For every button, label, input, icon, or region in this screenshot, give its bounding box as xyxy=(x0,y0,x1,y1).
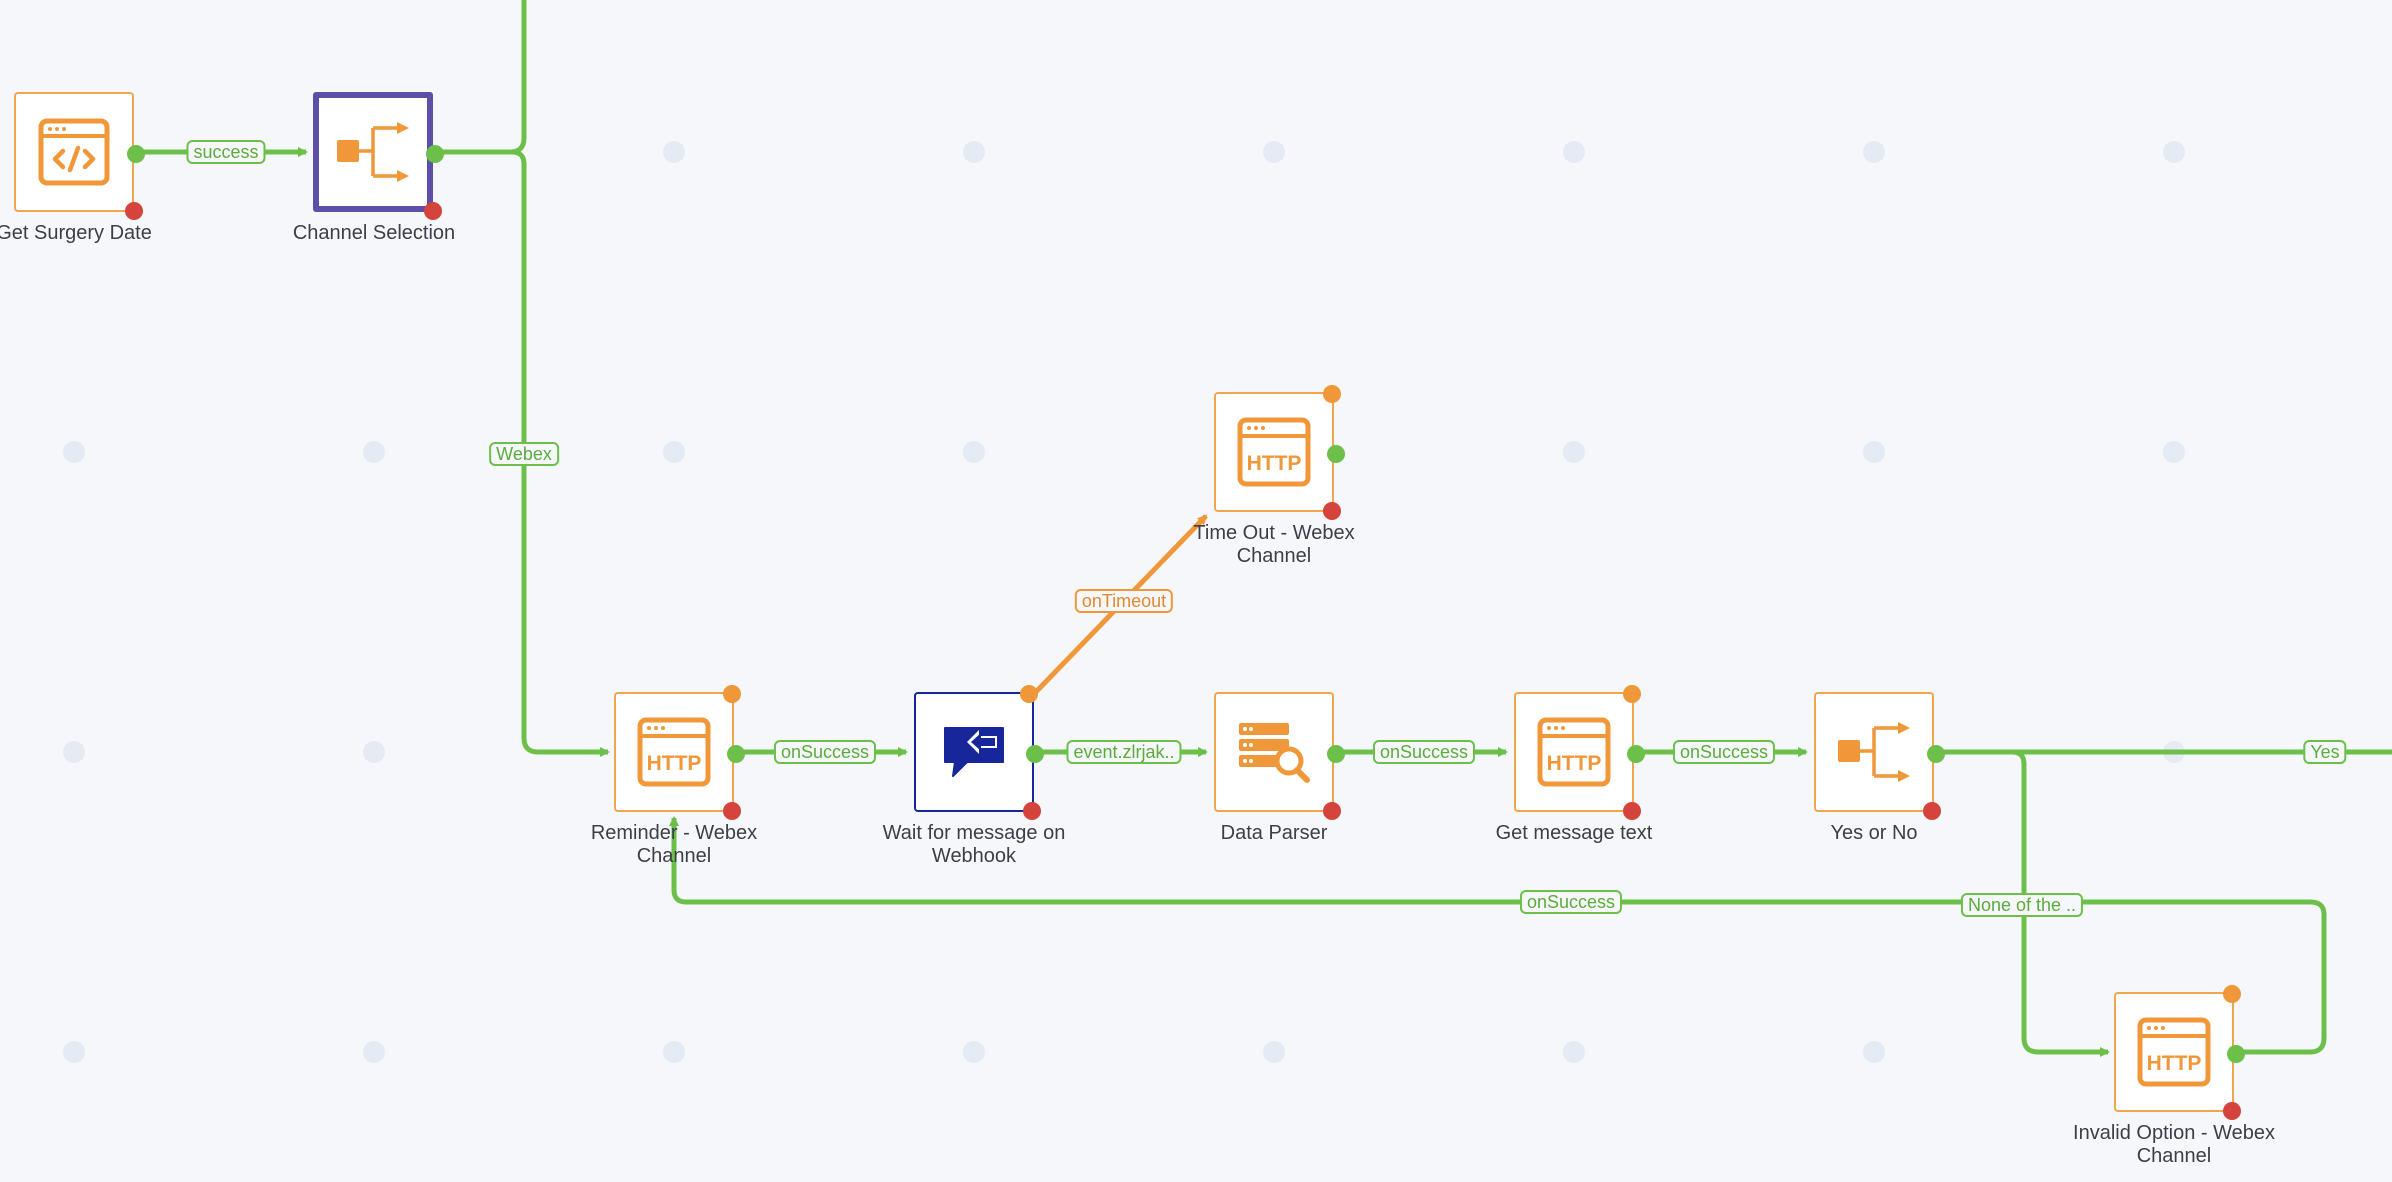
output-port[interactable] xyxy=(1927,745,1945,763)
timeout-port[interactable] xyxy=(1020,685,1038,703)
success-port[interactable] xyxy=(1327,745,1345,763)
code-window-icon xyxy=(38,118,110,186)
timeout-port[interactable] xyxy=(1323,385,1341,403)
edge-on-success-loop[interactable] xyxy=(669,816,2327,1055)
edge-label-on-success[interactable]: onSuccess xyxy=(773,740,877,764)
success-port[interactable] xyxy=(1627,745,1645,763)
error-port[interactable] xyxy=(125,202,143,220)
grid-dot xyxy=(363,1041,385,1063)
grid-dot xyxy=(1863,141,1885,163)
error-port[interactable] xyxy=(1023,802,1041,820)
http-request-icon: HTTP xyxy=(2137,1017,2211,1087)
data-search-icon xyxy=(1239,723,1310,783)
grid-dot xyxy=(363,741,385,763)
node-get-message-text[interactable]: HTTP xyxy=(1514,685,1645,820)
node-yes-or-no[interactable] xyxy=(1814,692,1945,820)
node-data-parser[interactable] xyxy=(1214,692,1345,820)
success-port[interactable] xyxy=(727,745,745,763)
node-get-surgery-date[interactable] xyxy=(14,92,145,220)
branch-icon xyxy=(337,122,409,182)
grid-dot xyxy=(1563,1041,1585,1063)
error-port[interactable] xyxy=(1323,802,1341,820)
error-port[interactable] xyxy=(1623,802,1641,820)
grid-dot xyxy=(963,141,985,163)
grid-dot xyxy=(663,141,685,163)
grid-dot xyxy=(1263,141,1285,163)
http-text: HTTP xyxy=(647,752,702,775)
error-port[interactable] xyxy=(1923,802,1941,820)
http-text: HTTP xyxy=(1247,452,1302,475)
node-label-data-parser: Data Parser xyxy=(1220,822,1328,844)
node-label-channel-selection: Channel Selection xyxy=(292,222,456,244)
edge-label-on-timeout[interactable]: onTimeout xyxy=(1074,589,1174,613)
grid-dot xyxy=(1563,441,1585,463)
timeout-port[interactable] xyxy=(2223,985,2241,1003)
grid-dot xyxy=(963,1041,985,1063)
edge-label-webex[interactable]: Webex xyxy=(489,442,559,466)
grid-dot xyxy=(663,441,685,463)
edge-from-above[interactable] xyxy=(436,0,527,155)
grid-dot xyxy=(63,741,85,763)
grid-dot xyxy=(63,441,85,463)
grid-dot xyxy=(1863,1041,1885,1063)
http-request-icon: HTTP xyxy=(637,717,711,787)
error-port[interactable] xyxy=(424,202,442,220)
http-request-icon: HTTP xyxy=(1237,417,1311,487)
node-wait-for-message[interactable] xyxy=(914,685,1044,820)
success-port[interactable] xyxy=(1327,445,1345,463)
event-port[interactable] xyxy=(1026,745,1044,763)
chat-reply-icon xyxy=(944,727,1004,777)
edge-label-event[interactable]: event.zlrjak.. xyxy=(1066,740,1182,764)
timeout-port[interactable] xyxy=(1623,685,1641,703)
node-reminder-webex-channel[interactable]: HTTP xyxy=(614,685,745,820)
grid-dot xyxy=(963,441,985,463)
edge-label-on-success[interactable]: onSuccess xyxy=(1672,740,1776,764)
node-label-time-out-webex-channel: Time Out - Webex Channel xyxy=(1193,522,1355,567)
grid-dot xyxy=(2163,441,2185,463)
edge-label-on-success-loop[interactable]: onSuccess xyxy=(1519,890,1623,914)
grid-dot xyxy=(2163,141,2185,163)
http-text: HTTP xyxy=(2147,1052,2202,1075)
node-label-get-message-text: Get message text xyxy=(1495,822,1653,844)
edge-label-yes[interactable]: Yes xyxy=(2303,740,2347,764)
node-label-yes-or-no: Yes or No xyxy=(1830,822,1918,844)
grid-dot xyxy=(1863,441,1885,463)
error-port[interactable] xyxy=(723,802,741,820)
node-label-get-surgery-date: Get Surgery Date xyxy=(0,222,152,244)
node-invalid-option-webex-channel[interactable]: HTTP xyxy=(2114,985,2245,1120)
node-label-invalid-option-webex-channel: Invalid Option - Webex Channel xyxy=(2073,1122,2275,1167)
success-port[interactable] xyxy=(127,145,145,163)
http-request-icon: HTTP xyxy=(1537,717,1611,787)
error-port[interactable] xyxy=(1323,502,1341,520)
edge-label-none-of-the[interactable]: None of the .. xyxy=(1960,893,2084,917)
edge-label-success[interactable]: success xyxy=(186,140,266,164)
success-port[interactable] xyxy=(2227,1045,2245,1063)
timeout-port[interactable] xyxy=(723,685,741,703)
grid-dot xyxy=(1563,141,1585,163)
node-time-out-webex-channel[interactable]: HTTP xyxy=(1214,385,1345,520)
grid-dot xyxy=(663,1041,685,1063)
node-label-wait-for-message: Wait for message on Webhook xyxy=(882,822,1066,867)
grid-dot xyxy=(1263,1041,1285,1063)
grid-dot xyxy=(63,1041,85,1063)
http-text: HTTP xyxy=(1547,752,1602,775)
branch-icon xyxy=(1838,722,1910,782)
node-label-reminder-webex-channel: Reminder - Webex Channel xyxy=(590,822,758,867)
grid-dot xyxy=(363,441,385,463)
output-port[interactable] xyxy=(426,145,444,163)
error-port[interactable] xyxy=(2223,1102,2241,1120)
node-channel-selection[interactable] xyxy=(313,92,444,220)
edge-label-on-success[interactable]: onSuccess xyxy=(1372,740,1476,764)
